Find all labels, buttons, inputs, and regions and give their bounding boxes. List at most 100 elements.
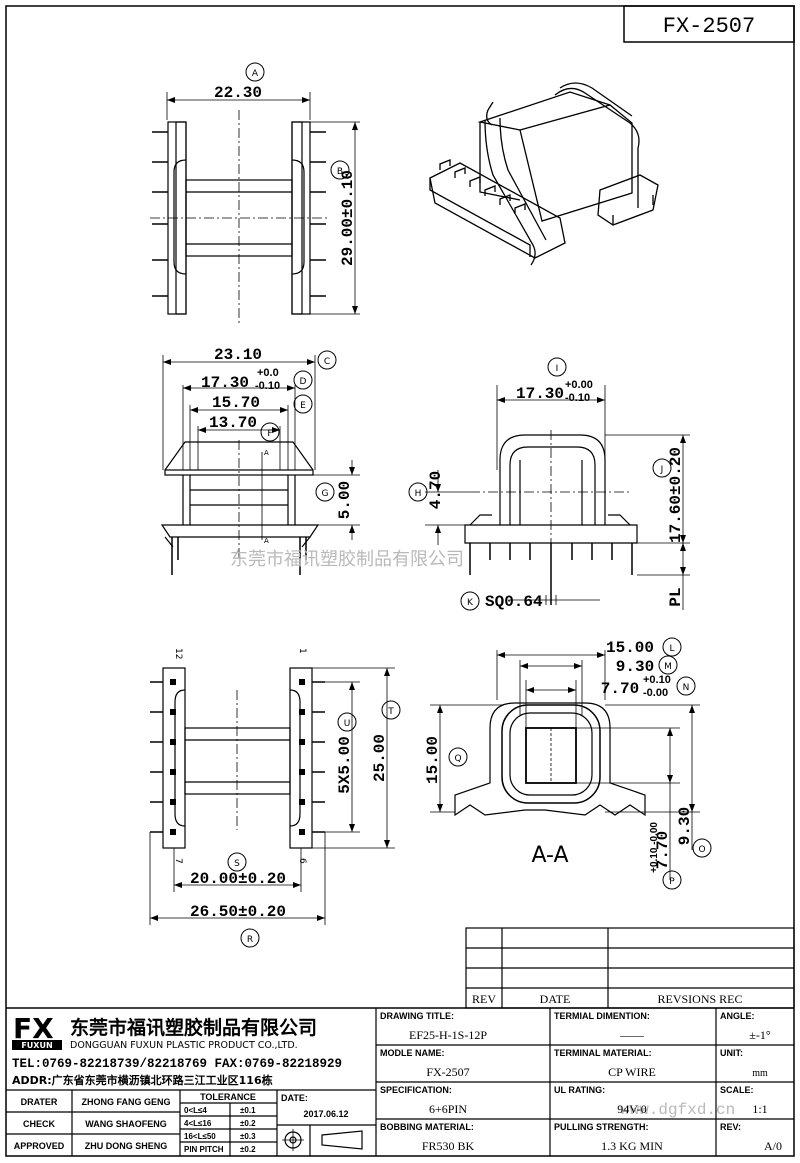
dim-h-value: 4.70 xyxy=(427,471,445,509)
part-number-box: FX-2507 xyxy=(623,5,795,43)
ul-rating-value: 94V-0 xyxy=(617,1102,647,1116)
section-view: 15.00 L 9.30 M 7.70 +0.10 -0.00 N 15.00 … xyxy=(424,637,712,890)
marker-n: N xyxy=(683,683,690,693)
dim-u-value: 5X5.00 xyxy=(336,736,354,794)
dim-c-value: 23.10 xyxy=(214,346,262,364)
dim-d-tol-up: +0.0 xyxy=(257,367,279,379)
model-name-value: FX-2507 xyxy=(426,1065,469,1079)
dim-l-value: 15.00 xyxy=(606,639,654,657)
front-view: 23.10 C 17.30 +0.0 -0.10 D 15.70 E 13.70… xyxy=(160,346,360,575)
tolerance-value-4: ±0.2 xyxy=(240,1145,256,1154)
check-value: WANG SHAOFENG xyxy=(85,1119,167,1129)
marker-o: O xyxy=(698,845,705,855)
marker-l: L xyxy=(669,644,674,654)
watermark-url: www.dgfxd.cn xyxy=(620,1101,735,1119)
part-number: FX-2507 xyxy=(663,14,755,39)
terminal-material-value: CP WIRE xyxy=(608,1065,656,1079)
dim-i-tol-dn: -0.10 xyxy=(565,392,590,404)
marker-i: I xyxy=(556,364,559,374)
pulling-strength-label: PULLING STRENGTH: xyxy=(554,1122,649,1132)
rev-label: REV: xyxy=(720,1122,741,1132)
company-tel-fax: TEL:0769-82218739/82218769 FAX:0769-8221… xyxy=(12,1057,342,1071)
drawing-title-value: EF25-H-1S-12P xyxy=(409,1028,487,1042)
pin-label-7: 7 xyxy=(173,858,183,864)
dim-i-value: 17.30 xyxy=(516,385,564,403)
marker-u: U xyxy=(344,719,351,729)
dim-d-tol-dn: -0.10 xyxy=(255,380,280,392)
date-label: DATE: xyxy=(281,1093,308,1103)
revision-table: REV DATE REVSIONS REC xyxy=(465,927,795,1009)
tolerance-value-3: ±0.3 xyxy=(240,1132,256,1141)
isometric-view xyxy=(429,82,659,266)
angle-label: ANGLE: xyxy=(720,1011,755,1021)
marker-e: E xyxy=(300,401,306,411)
tolerance-value-2: ±0.2 xyxy=(240,1119,256,1128)
section-mark-top: A xyxy=(264,449,269,457)
dim-m-value: 9.30 xyxy=(616,658,654,676)
marker-c: C xyxy=(324,357,330,367)
marker-b: B xyxy=(337,167,343,177)
marker-f: F xyxy=(267,429,272,439)
tolerance-value-1: ±0.1 xyxy=(240,1106,256,1115)
model-name-label: MODLE NAME: xyxy=(380,1048,445,1058)
marker-a: A xyxy=(252,69,259,79)
title-block: FX FUXUN 东莞市福讯塑胶制品有限公司 DONGGUAN FUXUN PL… xyxy=(6,1007,794,1156)
ul-rating-label: UL RATING: xyxy=(554,1085,605,1095)
terminal-dimension-value: —— xyxy=(619,1028,645,1042)
tolerance-range-4: PIN PITCH xyxy=(184,1145,224,1154)
company-logo: FX FUXUN xyxy=(12,1012,62,1050)
revisions-header: REVSIONS REC xyxy=(657,992,742,1006)
tolerance-range-2: 4<L≤16 xyxy=(184,1119,212,1128)
marker-t: T xyxy=(387,707,394,717)
drawing-border xyxy=(5,5,795,1157)
dim-r-value: 26.50±0.20 xyxy=(190,903,286,921)
section-mark-bottom: A xyxy=(264,537,269,545)
marker-h: H xyxy=(415,489,422,499)
check-label: CHECK xyxy=(23,1119,56,1129)
terminal-material-label: TERMINAL MATERIAL: xyxy=(554,1048,652,1058)
drater-label: DRATER xyxy=(21,1097,58,1107)
date-value: 2017.06.12 xyxy=(303,1109,348,1119)
dim-b-value: 29.00±0.10 xyxy=(339,170,357,266)
marker-k: K xyxy=(467,598,474,608)
marker-g: G xyxy=(322,489,329,499)
dim-q-value: 15.00 xyxy=(424,736,442,784)
tolerance-range-1: 0<L≤4 xyxy=(184,1106,207,1115)
scale-label: SCALE: xyxy=(720,1085,754,1095)
unit-value: mm xyxy=(752,1068,768,1079)
dim-d-value: 17.30 xyxy=(201,374,249,392)
company-name-cn: 东莞市福讯塑胶制品有限公司 xyxy=(70,1016,317,1039)
projection-symbol xyxy=(282,1129,363,1151)
section-label: A-A xyxy=(531,843,568,868)
dim-s-value: 20.00±0.20 xyxy=(190,870,286,888)
dim-a-value: 22.30 xyxy=(214,84,262,102)
company-name-en: DONGGUAN FUXUN PLASTIC PRODUCT CO.,LTD. xyxy=(70,1040,298,1051)
scale-value: 1:1 xyxy=(752,1102,767,1116)
pin-label-1: 1 xyxy=(297,648,307,654)
pin-label-6: 6 xyxy=(297,858,307,864)
watermark-text: 东莞市福讯塑胶制品有限公司 xyxy=(230,549,464,570)
terminal-dimension-label: TERMIAL DIMENTION: xyxy=(554,1011,650,1021)
bottom-view: 12 1 7 6 5X5.00 xyxy=(149,648,401,948)
dim-n-tol-up: +0.10 xyxy=(643,674,671,686)
dim-e-value: 15.70 xyxy=(212,394,260,412)
unit-label: UNIT: xyxy=(720,1048,743,1058)
dim-i-tol-up: +0.00 xyxy=(565,379,593,391)
drater-value: ZHONG FANG GENG xyxy=(81,1097,170,1107)
top-view: 22.30 A 29.00±0.10 B xyxy=(150,62,360,325)
dim-pl: PL xyxy=(667,587,685,606)
dim-p-tol: +0.10 -0.00 xyxy=(649,822,660,873)
marker-r: R xyxy=(247,935,253,945)
side-view: 17.30 +0.00 -0.10 I 4.70 H 17.60±0.20 xyxy=(408,357,690,611)
tolerance-range-3: 16<L≤50 xyxy=(184,1132,216,1141)
pulling-strength-value: 1.3 KG MIN xyxy=(601,1139,663,1153)
angle-value: ±-1° xyxy=(749,1028,771,1042)
drawing-title-label: DRAWING TITLE: xyxy=(380,1011,454,1021)
marker-j: J xyxy=(660,465,664,475)
marker-p: P xyxy=(669,877,675,887)
rev-header: REV xyxy=(472,992,496,1006)
logo-subtext: FUXUN xyxy=(21,1041,52,1050)
dim-k-value: SQ0.64 xyxy=(485,593,543,611)
specification-label: SPECIFICATION: xyxy=(380,1085,452,1095)
